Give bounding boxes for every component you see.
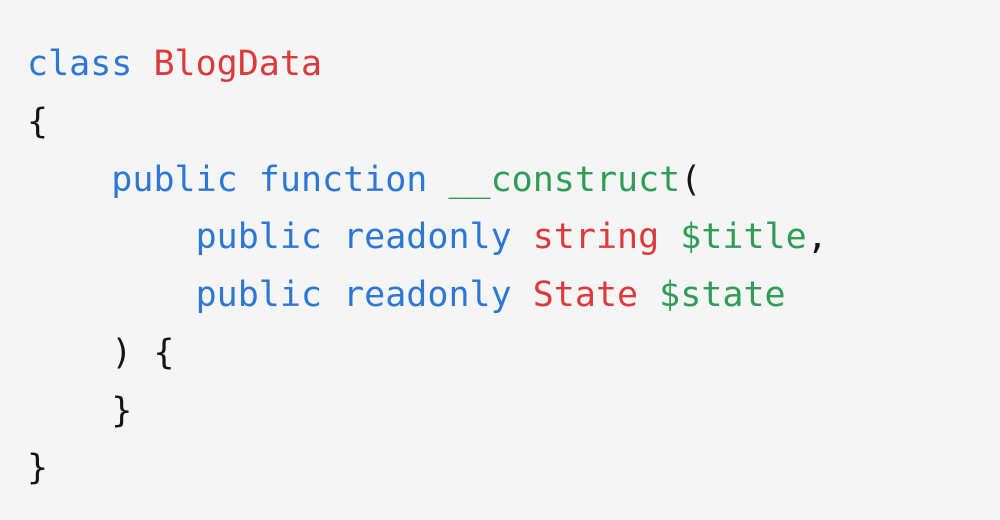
code-token-keyword: public readonly	[195, 217, 533, 258]
code-token-identifier: __construct	[448, 159, 681, 200]
code-token-plain: {	[27, 101, 49, 142]
code-token-keyword: public function	[111, 159, 449, 200]
code-line: public readonly string $title,	[27, 209, 980, 267]
code-token-type: BlogData	[153, 44, 323, 84]
code-token-plain: ) {	[27, 332, 175, 373]
code-line: public readonly State $state	[27, 267, 980, 325]
code-line: ) {	[27, 325, 980, 383]
code-line: public function __construct(	[27, 152, 980, 210]
code-lines: class BlogData { public function __constr…	[27, 36, 980, 498]
code-token-plain	[27, 275, 196, 315]
code-line: }	[27, 383, 980, 441]
code-line: }	[27, 440, 980, 498]
code-token-identifier: $state	[659, 275, 786, 315]
code-line: class BlogData	[27, 36, 980, 94]
code-token-plain	[27, 160, 111, 200]
code-token-plain: ,	[806, 217, 828, 258]
code-token-plain	[27, 217, 196, 257]
code-token-identifier: $title	[680, 217, 807, 258]
code-token-plain: }	[27, 390, 133, 431]
code-token-plain: (	[680, 159, 702, 200]
code-token-keyword: class	[27, 44, 154, 84]
code-token-plain: }	[27, 448, 49, 489]
code-token-keyword: public readonly	[195, 275, 533, 315]
code-token-type: string	[532, 217, 681, 258]
code-token-type: State	[532, 275, 660, 315]
code-line: {	[27, 94, 980, 152]
